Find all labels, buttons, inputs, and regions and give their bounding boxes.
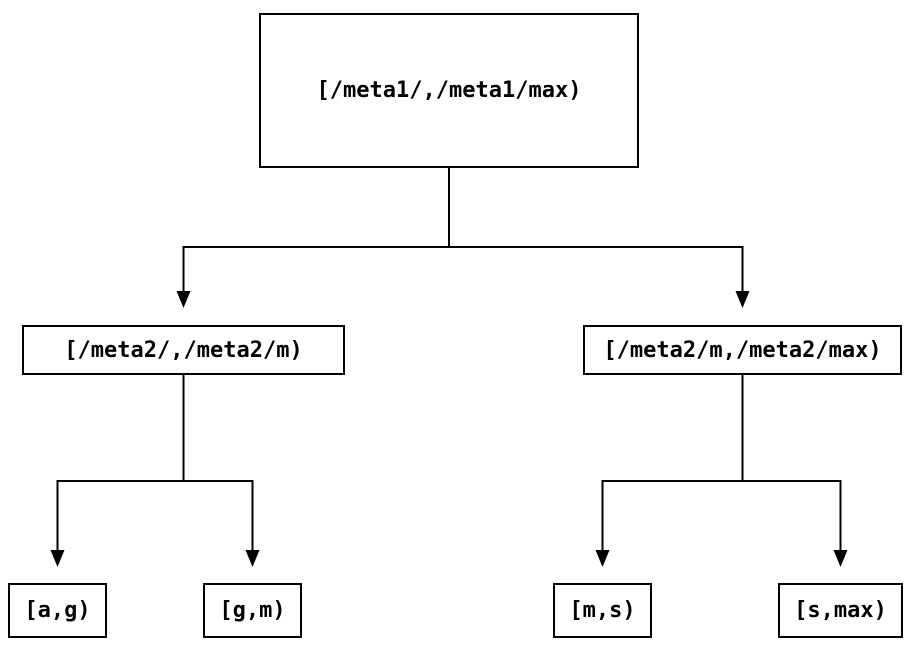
node-right-child: [/meta2/m,/meta2/max) bbox=[583, 325, 902, 375]
arrowhead-leaf-gm-icon bbox=[245, 550, 260, 567]
node-leaf-smax-label: [s,max) bbox=[794, 598, 887, 623]
node-leaf-ms: [m,s) bbox=[553, 583, 652, 638]
node-root-label: [/meta1/,/meta1/max) bbox=[316, 78, 582, 103]
node-leaf-ag: [a,g) bbox=[8, 583, 107, 638]
node-leaf-gm: [g,m) bbox=[203, 583, 302, 638]
node-left-child: [/meta2/,/meta2/m) bbox=[22, 325, 345, 375]
arrowhead-leaf-ag-icon bbox=[50, 550, 65, 567]
arrowhead-left-child-icon bbox=[176, 291, 191, 308]
arrowhead-leaf-ms-icon bbox=[595, 550, 610, 567]
node-left-child-label: [/meta2/,/meta2/m) bbox=[64, 337, 303, 363]
node-root: [/meta1/,/meta1/max) bbox=[259, 13, 639, 168]
arrowhead-right-child-icon bbox=[735, 291, 750, 308]
node-leaf-ag-label: [a,g) bbox=[24, 598, 91, 623]
arrowhead-leaf-smax-icon bbox=[833, 550, 848, 567]
node-leaf-gm-label: [g,m) bbox=[219, 598, 286, 623]
node-leaf-smax: [s,max) bbox=[778, 583, 903, 638]
node-leaf-ms-label: [m,s) bbox=[569, 598, 636, 623]
node-right-child-label: [/meta2/m,/meta2/max) bbox=[603, 337, 882, 363]
